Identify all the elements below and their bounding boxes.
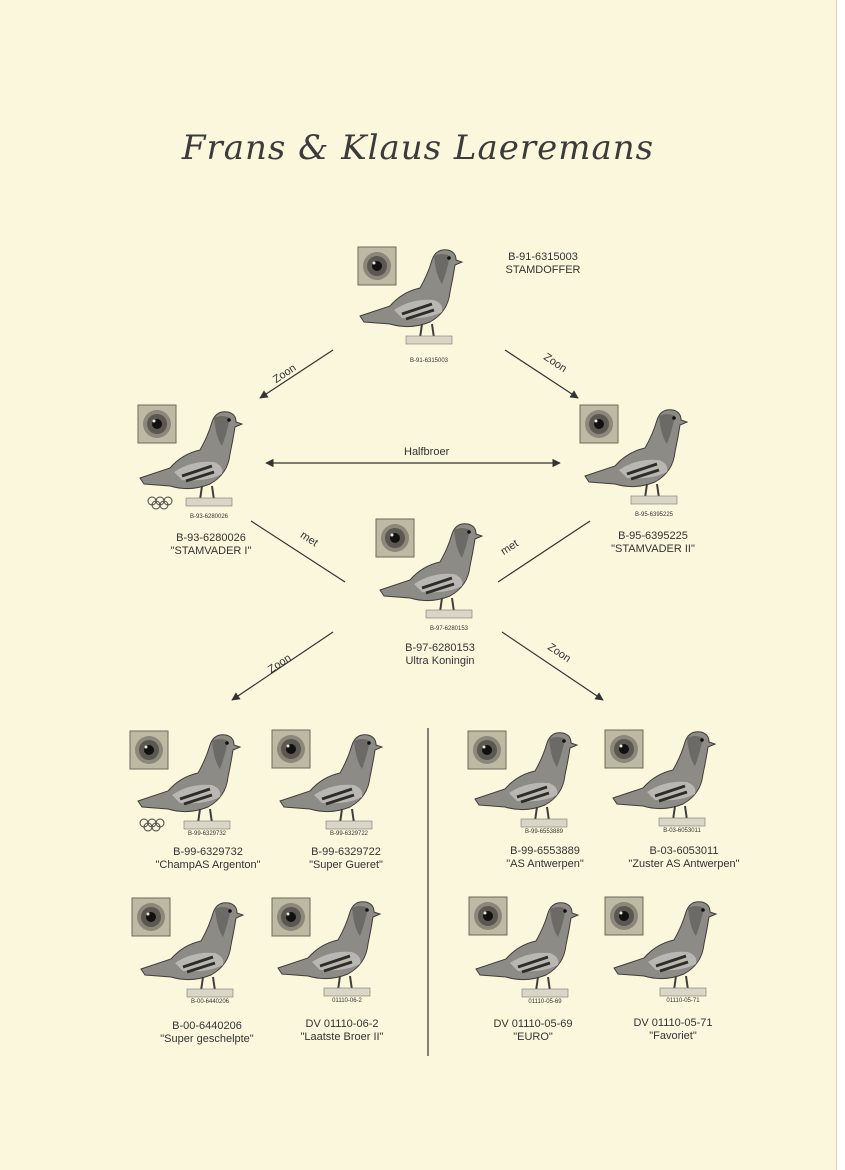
bird-name: "ChampAS Argenton" bbox=[155, 859, 261, 871]
bird-name: "STAMVADER II" bbox=[611, 543, 695, 555]
eye-supergueret-icon bbox=[271, 729, 311, 769]
eye-favoriet-icon bbox=[604, 896, 644, 936]
label-met-right: met bbox=[499, 538, 521, 558]
eye-asantwerpen-icon bbox=[467, 730, 507, 770]
label-zoon-right-bottom: Zoon bbox=[545, 641, 573, 665]
ring-number: B-91-6315003 bbox=[508, 251, 578, 263]
label-ultra: B-97-6280153 Ultra Koningin bbox=[405, 642, 475, 668]
arrow-zoon-right-bottom bbox=[501, 631, 604, 701]
bird-name: STAMDOFFER bbox=[505, 264, 581, 276]
bird-name: "Super geschelpte" bbox=[160, 1033, 254, 1045]
ring-number: DV 01110-05-71 bbox=[633, 1017, 713, 1029]
ring-number: B-99-6329722 bbox=[311, 846, 381, 858]
bird-name: "Super Gueret" bbox=[309, 859, 383, 871]
ring-number: B-97-6280153 bbox=[405, 642, 475, 654]
label-euro: DV 01110-05-69 "EURO" bbox=[493, 1018, 572, 1044]
ring-number: B-99-6329732 bbox=[173, 846, 243, 858]
ring-number: B-00-6440206 bbox=[172, 1020, 242, 1032]
bird-name: "Zuster AS Antwerpen" bbox=[628, 858, 740, 870]
plate-supergueret: B-99-6329722 bbox=[330, 831, 369, 837]
eye-ultra-icon bbox=[375, 518, 415, 558]
arrow-zoon-left-bottom bbox=[231, 631, 334, 701]
eye-stamdoffer-icon bbox=[357, 246, 397, 286]
arrow-zoon-left-top bbox=[259, 349, 334, 399]
label-zoon-right-top: Zoon bbox=[541, 351, 569, 375]
label-stamdoffer: B-91-6315003 STAMDOFFER bbox=[506, 251, 581, 277]
bird-name: "Laatste Broer II" bbox=[300, 1031, 384, 1043]
eye-stamvader1-icon bbox=[137, 404, 177, 444]
ring-number: B-93-6280026 bbox=[176, 532, 246, 544]
olympic-rings-icon bbox=[147, 496, 173, 510]
eye-zuster-icon bbox=[604, 729, 644, 769]
label-favoriet: DV 01110-05-71 "Favoriet" bbox=[633, 1017, 712, 1043]
plate-asantwerpen: B-99-6553889 bbox=[525, 829, 564, 835]
bird-name: "Favoriet" bbox=[649, 1030, 697, 1042]
plate-stamdoffer: B-91-6315003 bbox=[410, 358, 449, 364]
page-title: Frans & Klaus Laeremans bbox=[181, 128, 655, 168]
plate-ultra: B-97-6280153 bbox=[430, 626, 469, 632]
ring-number: DV 01110-05-69 bbox=[493, 1018, 573, 1030]
plate-champas: B-99-6329732 bbox=[188, 831, 227, 837]
ring-number: B-03-6053011 bbox=[649, 845, 719, 857]
label-zuster: B-03-6053011 "Zuster AS Antwerpen" bbox=[628, 845, 739, 871]
eye-stamvader2-icon bbox=[579, 404, 619, 444]
olympic-rings-icon bbox=[139, 818, 165, 832]
line-met-right bbox=[497, 520, 591, 583]
ring-number: DV 01110-06-2 bbox=[305, 1018, 379, 1030]
eye-euro-icon bbox=[468, 896, 508, 936]
label-asantwerpen: B-99-6553889 "AS Antwerpen" bbox=[506, 845, 584, 871]
plate-laatstebroer: 01110-06-2 bbox=[332, 998, 362, 1004]
label-laatstebroer: DV 01110-06-2 "Laatste Broer II" bbox=[300, 1018, 383, 1044]
eye-champas-icon bbox=[129, 730, 169, 770]
bird-name: Ultra Koningin bbox=[405, 655, 475, 667]
plate-euro: 01110-05-69 bbox=[528, 999, 562, 1005]
label-zoon-left-bottom: Zoon bbox=[266, 652, 294, 676]
bird-name: "EURO" bbox=[513, 1031, 553, 1043]
ring-number: B-95-6395225 bbox=[618, 530, 688, 542]
label-stamvader2: B-95-6395225 "STAMVADER II" bbox=[611, 530, 695, 556]
eye-laatstebroer-icon bbox=[271, 897, 311, 937]
line-met-left bbox=[250, 520, 346, 583]
label-supergueret: B-99-6329722 "Super Gueret" bbox=[309, 846, 383, 872]
plate-stamvader2: B-95-6395225 bbox=[635, 512, 674, 518]
bird-name: "AS Antwerpen" bbox=[506, 858, 584, 870]
label-stamvader1: B-93-6280026 "STAMVADER I" bbox=[171, 532, 252, 558]
label-met-left: met bbox=[298, 529, 320, 549]
plate-supergeschelpte: B-00-6440206 bbox=[191, 999, 230, 1005]
label-supergeschelpte: B-00-6440206 "Super geschelpte" bbox=[160, 1020, 253, 1046]
plate-stamvader1: B-93-6280026 bbox=[190, 514, 229, 520]
ring-number: B-99-6553889 bbox=[510, 845, 580, 857]
eye-supergeschelpte-icon bbox=[131, 897, 171, 937]
bird-name: "STAMVADER I" bbox=[170, 545, 252, 557]
plate-zuster: B-03-6053011 bbox=[663, 828, 701, 834]
label-champas: B-99-6329732 "ChampAS Argenton" bbox=[155, 846, 260, 872]
arrow-zoon-right-top bbox=[504, 349, 579, 399]
plate-favoriet: 01110-05-71 bbox=[666, 998, 700, 1004]
label-halfbroer: Halfbroer bbox=[404, 446, 450, 458]
